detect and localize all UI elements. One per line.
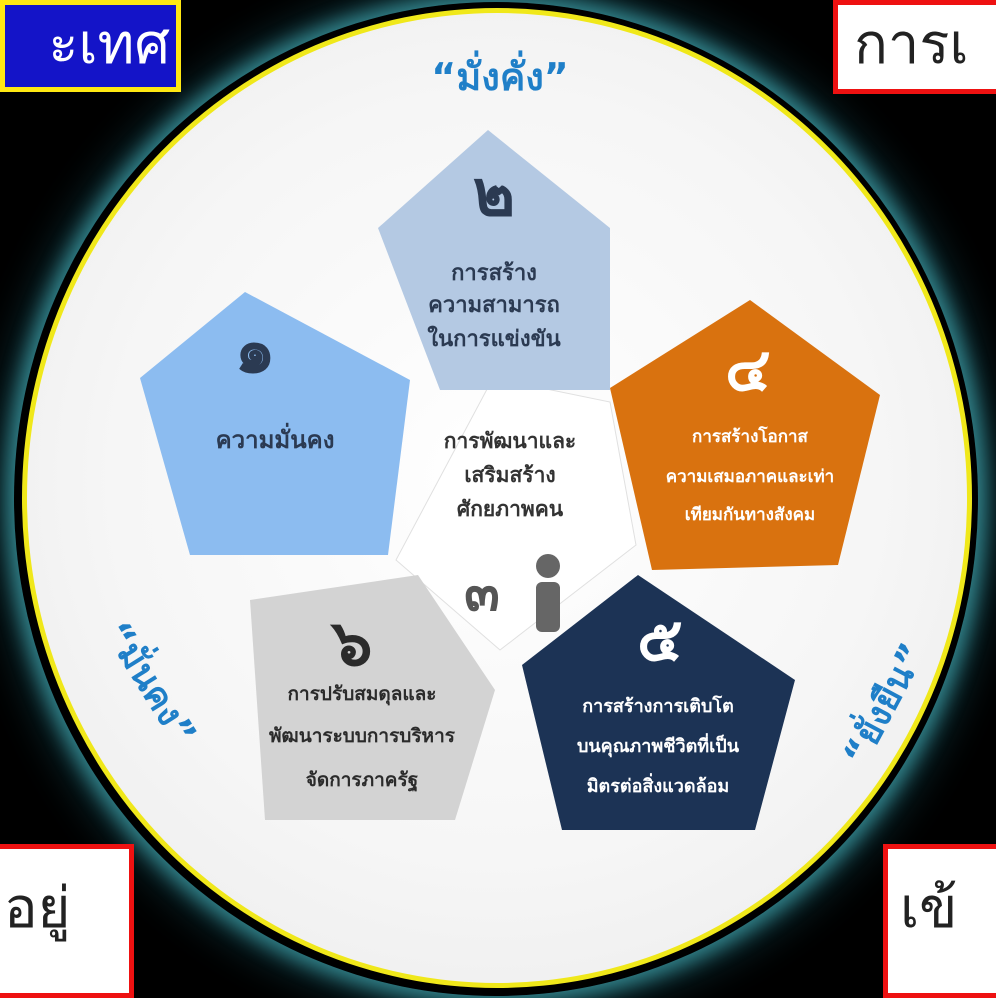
slogan-right: “ยั่งยืน” — [831, 634, 934, 772]
pentagon-4-line-1: การสร้างโอกาส — [692, 426, 809, 447]
pentagon-5-line-1: การสร้างการเติบโต — [582, 695, 734, 717]
corner-label-bottom-right: เข้ — [883, 844, 996, 998]
pentagon-6-line-2: พัฒนาระบบการบริหาร — [269, 725, 456, 747]
pentagon-2-line-3: ในการแข่งขัน — [427, 325, 560, 352]
center-pentagon — [395, 377, 637, 651]
center-number: ๓ — [464, 563, 500, 623]
pentagon-4 — [610, 300, 880, 570]
pentagon-6-number: ๖ — [330, 607, 373, 681]
center-line-3: ศักยภาพคน — [457, 497, 564, 521]
center-line-2: เสริมสร้าง — [464, 463, 555, 487]
pentagon-2-number: ๒ — [473, 157, 515, 231]
pentagon-5-line-3: มิตรต่อสิ่งแวดล้อม — [587, 773, 730, 797]
pentagon-4-number: ๔ — [725, 335, 770, 405]
slogan-left: “มั่นคง” — [96, 612, 209, 753]
pentagon-1 — [140, 292, 410, 555]
pentagon-5-number: ๕ — [637, 605, 682, 675]
pentagon-2-line-1: การสร้าง — [451, 261, 537, 286]
pentagon-4-line-2: ความเสมอภาคและเท่า — [666, 467, 834, 487]
pentagon-2 — [378, 130, 610, 390]
pentagon-1-number: ๑ — [235, 314, 276, 388]
corner-label-bottom-left: อยู่ — [0, 844, 134, 998]
corner-label-top-right: การเ — [833, 0, 996, 94]
pentagon-2-line-2: ความสามารถ — [428, 293, 560, 318]
pentagon-4-line-3: เทียมกันทางสังคม — [685, 504, 815, 525]
center-line-1: การพัฒนาและ — [444, 429, 576, 453]
person-icon — [536, 554, 560, 632]
corner-label-top-left: ะเทศ — [0, 0, 181, 92]
slogan-top: “มั่งคั่ง” — [431, 50, 569, 99]
pentagon-6-line-1: การปรับสมดุลและ — [288, 683, 437, 706]
pentagon-6 — [250, 575, 495, 820]
pentagon-6-line-3: จัดการภาครัฐ — [306, 769, 418, 793]
pentagon-5 — [522, 575, 795, 830]
pentagon-5-line-2: บนคุณภาพชีวิตที่เป็น — [577, 733, 740, 758]
pentagon-1-line-1: ความมั่นคง — [216, 422, 335, 454]
